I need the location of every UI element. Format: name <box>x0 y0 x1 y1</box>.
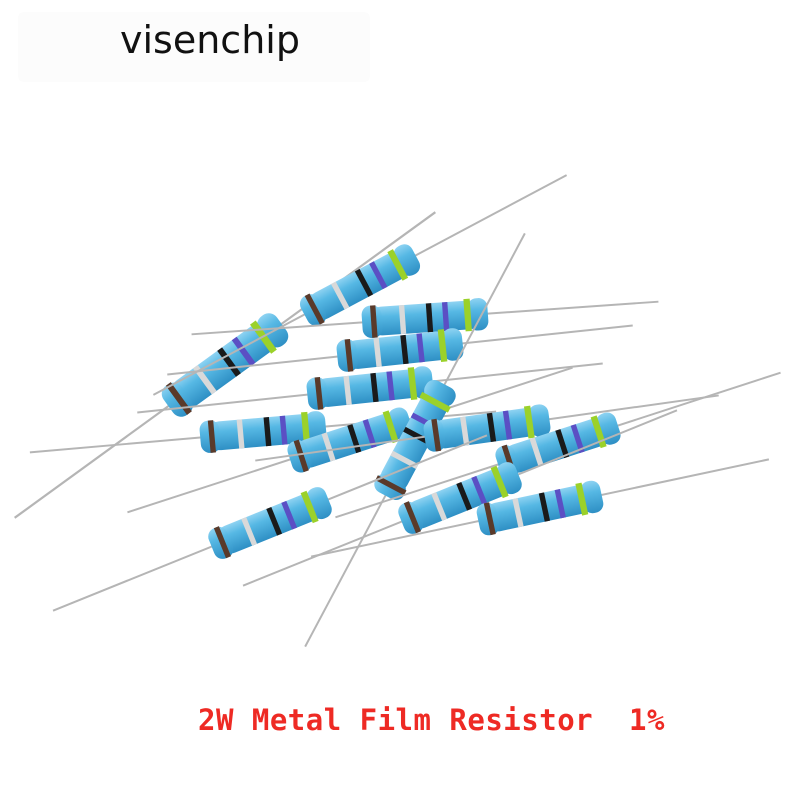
product-caption: 2W Metal Film Resistor 1% <box>198 703 665 737</box>
brand-name: visenchip <box>120 18 300 62</box>
brand-watermark-box <box>18 12 370 82</box>
